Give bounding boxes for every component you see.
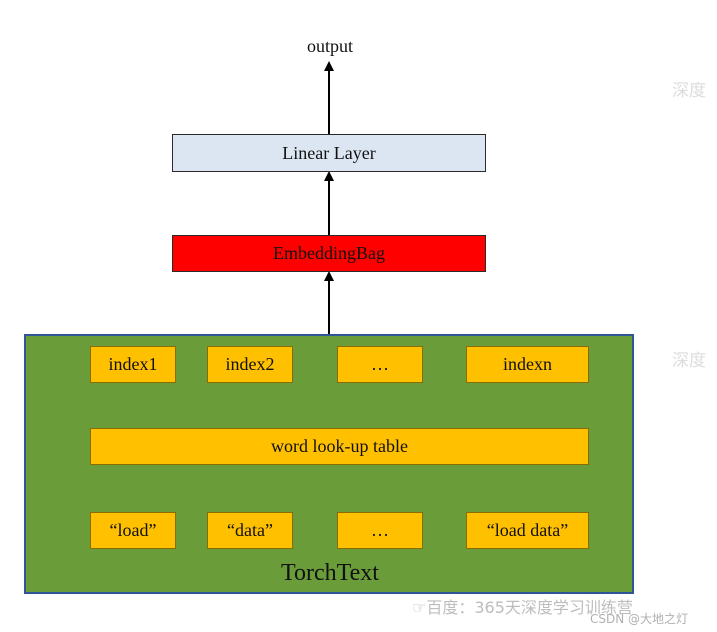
linear-layer-label: Linear Layer: [282, 142, 376, 163]
index-box-4: indexn: [466, 346, 589, 383]
linear-layer-box: Linear Layer: [172, 134, 486, 172]
embedding-bag-label: EmbeddingBag: [273, 243, 385, 263]
index-box-label: index1: [108, 354, 158, 374]
torchtext-label: TorchText: [281, 559, 379, 586]
word-box-label: …: [371, 520, 389, 540]
word-box-label: “load data”: [486, 520, 569, 540]
word-box-label: “data”: [227, 520, 273, 540]
watermark-csdn-text: CSDN @大地之灯: [590, 612, 689, 626]
watermark-side-text-top: 深度: [672, 81, 706, 101]
embedding-bag-box: EmbeddingBag: [172, 235, 486, 272]
watermark-main-text: ☞百度：365天深度学习训练营: [412, 598, 633, 617]
index-box-label: …: [371, 354, 389, 374]
index-box-3: …: [337, 346, 423, 383]
index-box-1: index1: [90, 346, 176, 383]
index-box-2: index2: [207, 346, 293, 383]
word-lookup-table-box: word look-up table: [90, 428, 589, 465]
index-box-label: index2: [225, 354, 275, 374]
word-box-4: “load data”: [466, 512, 589, 549]
word-box-2: “data”: [207, 512, 293, 549]
index-box-label: indexn: [503, 354, 552, 374]
watermark-side-text-middle: 深度: [672, 351, 706, 371]
word-lookup-table-label: word look-up table: [271, 436, 408, 456]
word-box-label: “load”: [109, 520, 157, 540]
output-label: output: [306, 35, 353, 56]
word-box-3: …: [337, 512, 423, 549]
word-box-1: “load”: [90, 512, 176, 549]
